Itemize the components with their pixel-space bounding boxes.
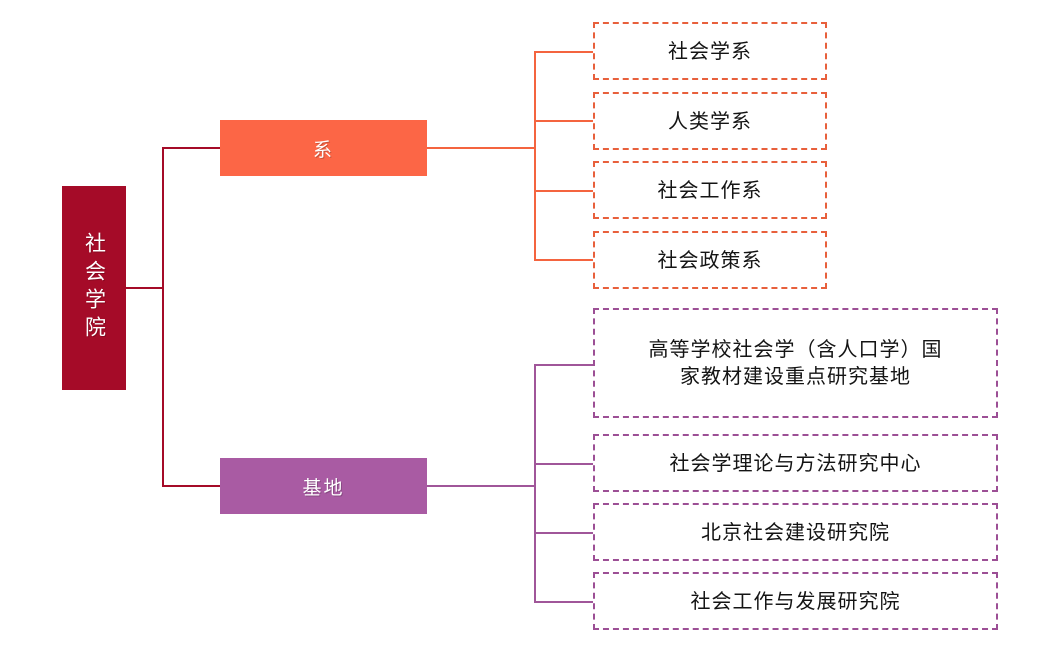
branch-node-departments-label: 系 [312,138,334,161]
leaf-label: 社会学系 [668,38,752,63]
branch-node-departments[interactable]: 系 [220,120,427,176]
connector-base-child-4 [534,601,593,603]
leaf-label: 人类学系 [668,108,752,133]
connector-base-trunk [534,364,536,602]
root-node-label: 社会学院 [82,232,107,344]
leaf-label: 社会学理论与方法研究中心 [669,450,922,475]
connector-dept-child-2 [534,120,593,122]
leaf-node-social-work-development-institute[interactable]: 社会工作与发展研究院 [593,572,998,630]
leaf-node-theory-methods-center[interactable]: 社会学理论与方法研究中心 [593,434,998,492]
leaf-label: 社会政策系 [657,247,763,272]
leaf-label-line-1: 高等学校社会学（含人口学）国 [648,337,943,361]
connector-base-child-3 [534,532,593,534]
leaf-label: 社会工作与发展研究院 [690,588,901,613]
leaf-label-line-2: 家教材建设重点研究基地 [680,364,911,388]
connector-root-trunk [162,147,164,487]
branch-node-bases-label: 基地 [302,476,345,499]
leaf-label: 高等学校社会学（含人口学）国 家教材建设重点研究基地 [649,336,943,390]
leaf-label: 北京社会建设研究院 [701,519,890,544]
leaf-node-sociology-dept[interactable]: 社会学系 [593,22,827,80]
leaf-node-anthropology-dept[interactable]: 人类学系 [593,92,827,150]
connector-base-stem [427,485,535,487]
leaf-node-social-work-dept[interactable]: 社会工作系 [593,161,827,219]
root-node-college[interactable]: 社会学院 [62,186,126,390]
connector-base-child-1 [534,364,593,366]
connector-dept-child-3 [534,190,593,192]
leaf-node-national-textbook-base[interactable]: 高等学校社会学（含人口学）国 家教材建设重点研究基地 [593,308,998,418]
connector-root-to-dept [162,147,222,149]
connector-dept-stem [427,147,535,149]
connector-root-to-base [162,485,222,487]
connector-dept-trunk [534,51,536,261]
connector-root-stub [126,287,164,289]
connector-dept-child-4 [534,259,593,261]
connector-base-child-2 [534,463,593,465]
connector-dept-child-1 [534,51,593,53]
leaf-node-beijing-social-construction-institute[interactable]: 北京社会建设研究院 [593,503,998,561]
branch-node-bases[interactable]: 基地 [220,458,427,514]
leaf-node-social-policy-dept[interactable]: 社会政策系 [593,231,827,289]
leaf-label: 社会工作系 [657,177,763,202]
